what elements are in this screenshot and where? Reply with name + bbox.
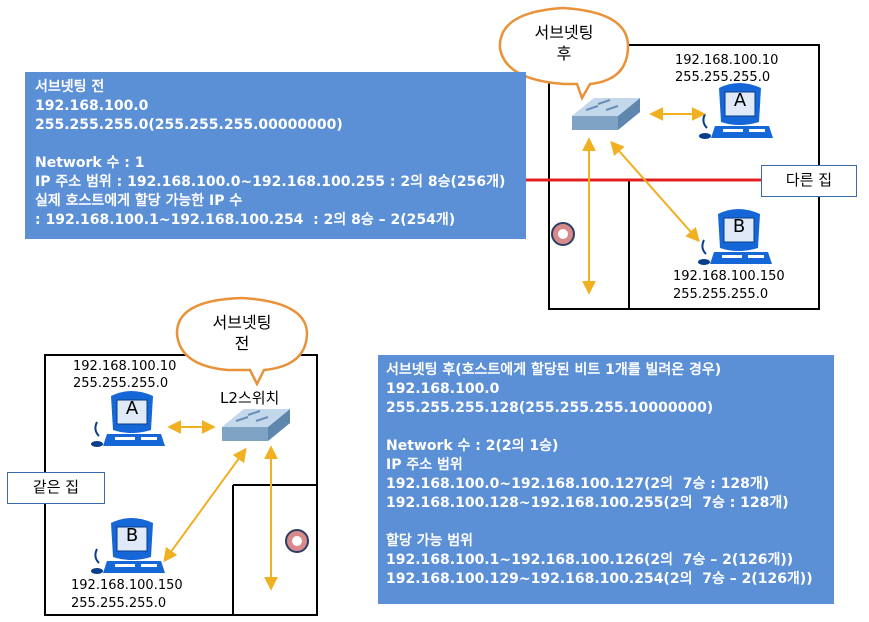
bottom-host-a-letter: A — [125, 398, 139, 419]
after-line-11: 192.168.100.129~192.168.100.254(2의 7승 – … — [386, 571, 813, 587]
top-arrow-switch-b — [610, 140, 700, 243]
before-line-0: 서브넷팅 전 — [35, 79, 105, 95]
bottom-door-ring-icon — [285, 529, 309, 553]
bottom-host-b-letter: B — [125, 525, 139, 546]
bottom-speech-bubble — [175, 296, 309, 387]
bottom-bubble-text: 서브넷팅 전 — [190, 312, 294, 354]
before-line-6: 실제 호스트에게 할당 가능한 IP 수 — [35, 193, 243, 209]
after-line-3: ​ — [386, 418, 826, 437]
before-line-3: ​ — [35, 135, 516, 154]
top-bubble-line2: 후 — [556, 44, 572, 63]
top-door-ring-icon — [551, 222, 575, 246]
bottom-bubble-line1: 서브넷팅 — [212, 313, 272, 332]
top-host-a-mask: 255.255.255.0 — [675, 70, 771, 85]
before-line-2: 255.255.255.0(255.255.255.00000000) — [35, 117, 343, 133]
before-line-1: 192.168.100.0 — [35, 98, 149, 114]
other-house-label: 다른 집 — [761, 165, 857, 197]
before-subnetting-info-box: 서브넷팅 전 192.168.100.0 255.255.255.0(255.2… — [25, 72, 526, 239]
top-host-a-ip: 192.168.100.10 — [675, 53, 779, 68]
same-house-label: 같은 집 — [7, 472, 105, 504]
top-speech-bubble — [498, 6, 630, 101]
top-bubble-line1: 서브넷팅 — [534, 23, 594, 42]
after-line-7: 192.168.100.128~192.168.100.255(2의 7승 : … — [386, 495, 789, 511]
top-host-a-letter: A — [733, 90, 747, 111]
before-line-4: Network 수 : 1 — [35, 155, 145, 171]
after-line-10: 192.168.100.1~192.168.100.126(2의 7승 – 2(… — [386, 552, 794, 568]
after-line-2: 255.255.255.128(255.255.255.10000000) — [386, 400, 714, 416]
top-switch-icon — [571, 97, 641, 131]
bottom-host-a-ip: 192.168.100.10 — [73, 359, 177, 374]
top-host-b-mask: 255.255.255.0 — [673, 287, 769, 302]
after-line-0: 서브넷팅 후(호스트에게 할당된 비트 1개를 빌려온 경우) — [386, 362, 722, 378]
before-line-5: IP 주소 범위 : 192.168.100.0~192.168.100.255… — [35, 174, 506, 190]
top-host-b-ip: 192.168.100.150 — [673, 269, 785, 284]
after-line-9: 할당 가능 범위 — [386, 533, 474, 549]
after-line-4: Network 수 : 2(2의 1승) — [386, 438, 559, 454]
before-line-7: : 192.168.100.1~192.168.100.254 : 2의 8승 … — [35, 212, 456, 228]
top-bubble-text: 서브넷팅 후 — [512, 22, 616, 64]
after-line-1: 192.168.100.0 — [386, 381, 500, 397]
bottom-arrow-switch-b — [163, 447, 247, 563]
top-host-b-letter: B — [732, 216, 746, 237]
bottom-host-b-ip: 192.168.100.150 — [71, 578, 183, 593]
bottom-bubble-line2: 전 — [234, 334, 250, 353]
after-subnetting-info-box: 서브넷팅 후(호스트에게 할당된 비트 1개를 빌려온 경우) 192.168.… — [378, 355, 834, 604]
l2-switch-label: L2스위치 — [220, 389, 280, 407]
after-line-8: ​ — [386, 513, 826, 532]
bottom-host-b-mask: 255.255.255.0 — [71, 596, 167, 611]
bottom-host-a-mask: 255.255.255.0 — [73, 376, 169, 391]
bottom-switch-icon — [221, 408, 291, 442]
after-line-5: IP 주소 범위 — [386, 457, 463, 473]
after-line-6: 192.168.100.0~192.168.100.127(2의 7승 : 12… — [386, 476, 770, 492]
